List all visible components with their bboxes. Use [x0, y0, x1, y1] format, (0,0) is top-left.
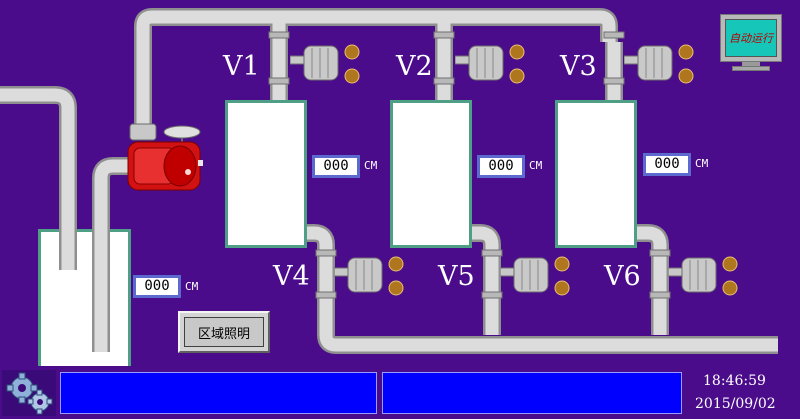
motor-valve-icon[interactable] — [290, 40, 362, 90]
tank-3-unit: CM — [695, 157, 709, 170]
auto-run-label: 自动运行 — [725, 19, 777, 57]
valve-label-v1: V1 — [223, 51, 260, 82]
area-lighting-button[interactable]: 区域照明 — [178, 311, 270, 353]
auto-run-button[interactable]: 自动运行 — [720, 14, 784, 72]
status-panel-left — [60, 372, 377, 414]
valve-label-v6: V6 — [604, 261, 641, 292]
gear-icon[interactable] — [2, 370, 56, 416]
motor-valve-icon[interactable] — [668, 252, 740, 302]
valve-label-v2: V2 — [396, 51, 433, 82]
clock-time: 18:46:59 — [703, 373, 766, 389]
tank-2-level-readout: 000 — [477, 155, 525, 178]
valve-label-v5: V5 — [438, 261, 475, 292]
tank-3 — [555, 100, 637, 248]
valve-label-v4: V4 — [273, 261, 310, 292]
motor-valve-icon[interactable] — [334, 252, 406, 302]
main-tank — [38, 229, 131, 366]
motor-valve-icon[interactable] — [624, 40, 696, 90]
valve-label-v3: V3 — [560, 51, 597, 82]
tank-2-unit: CM — [529, 159, 543, 172]
tank-3-level-readout: 000 — [643, 153, 691, 176]
status-panel-right — [382, 372, 682, 414]
tank-1 — [225, 100, 307, 248]
clock-date: 2015/09/02 — [695, 396, 776, 412]
motor-valve-icon[interactable] — [455, 40, 527, 90]
monitor-icon: 自动运行 — [720, 14, 782, 62]
tank-2 — [390, 100, 472, 248]
tank-1-unit: CM — [364, 159, 378, 172]
main-tank-level-readout: 000 — [133, 275, 181, 298]
area-lighting-label: 区域照明 — [184, 317, 264, 347]
pump-icon[interactable] — [118, 120, 210, 198]
motor-valve-icon[interactable] — [500, 252, 572, 302]
tank-1-level-readout: 000 — [312, 155, 360, 178]
main-tank-unit: CM — [185, 280, 199, 293]
